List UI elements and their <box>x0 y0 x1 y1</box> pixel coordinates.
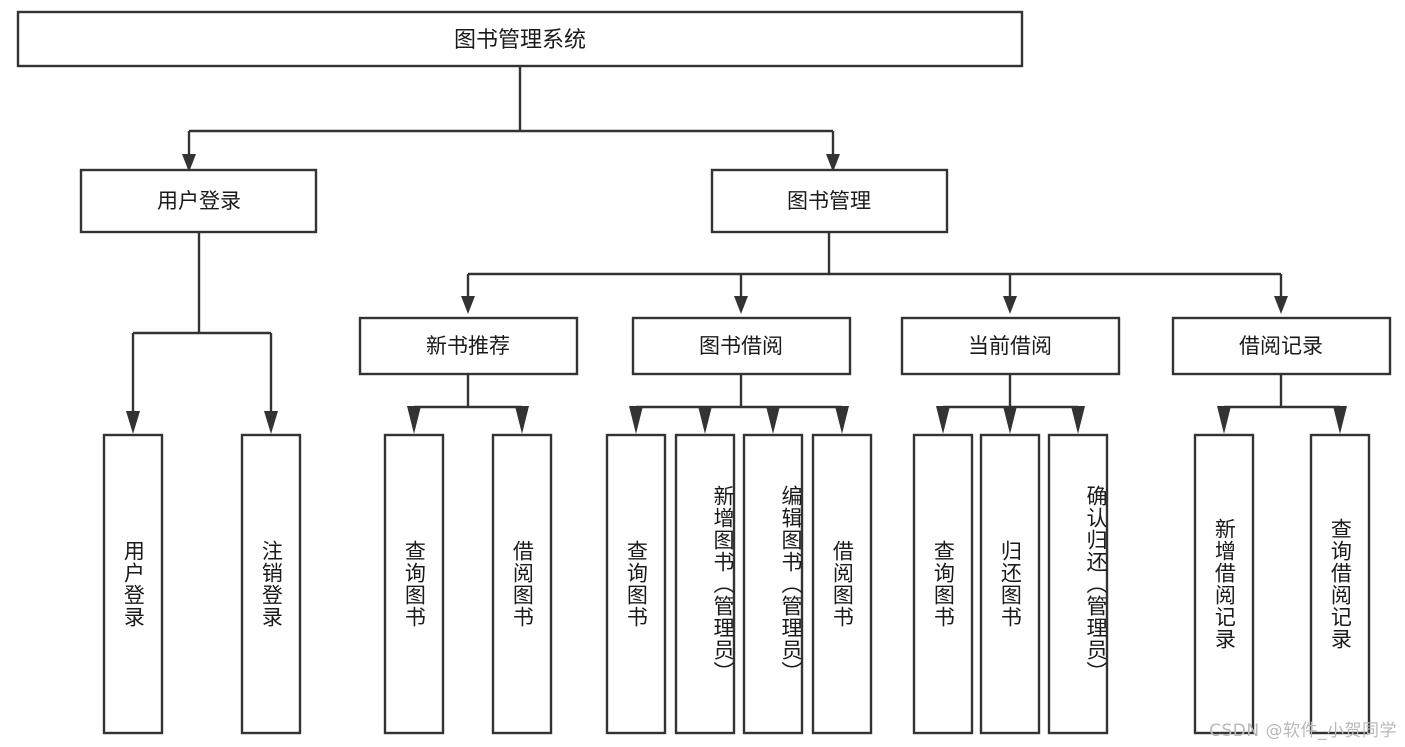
connector-current-borrow-to-leaves <box>936 374 1085 434</box>
leaf-edit-book-box[interactable] <box>742 433 804 735</box>
connector-borrow-record-to-leaves <box>1217 374 1347 434</box>
csdn-watermark: CSDN @软件_小贺同学 <box>1209 721 1397 741</box>
node-new-book-recommend-label: 新书推荐 <box>426 334 510 358</box>
leaf-query-record-box[interactable] <box>1309 433 1371 735</box>
leaf-borrow-book-2-box[interactable] <box>811 433 873 735</box>
node-root-label: 图书管理系统 <box>454 28 586 53</box>
node-new-book-recommend-box[interactable] <box>358 316 579 376</box>
node-current-borrow-label: 当前借阅 <box>968 334 1052 358</box>
connector-new-book-recommend-to-leaves <box>407 374 529 434</box>
node-borrow-record-box[interactable] <box>1171 316 1392 376</box>
node-book-borrow-label: 图书借阅 <box>699 334 783 358</box>
node-book-manage-label: 图书管理 <box>787 189 871 213</box>
connector-book-manage-to-level3 <box>461 232 1288 314</box>
leaf-add-book-box[interactable] <box>674 433 736 735</box>
leaf-query-book-3-box[interactable] <box>912 433 974 735</box>
node-user-login-box[interactable] <box>79 168 318 234</box>
connector-root-to-level2 <box>182 66 840 172</box>
leaf-confirm-return-box[interactable] <box>1047 433 1109 735</box>
leaf-query-book-1-box[interactable] <box>383 433 445 735</box>
node-borrow-record-label: 借阅记录 <box>1239 334 1323 358</box>
node-book-manage-box[interactable] <box>710 168 949 234</box>
node-current-borrow-box[interactable] <box>900 316 1121 376</box>
node-user-login-label: 用户登录 <box>157 189 241 213</box>
node-book-borrow-box[interactable] <box>631 316 852 376</box>
node-root-box[interactable] <box>16 10 1024 68</box>
leaf-borrow-book-1-box[interactable] <box>491 433 553 735</box>
connector-book-borrow-to-leaves <box>629 374 849 434</box>
leaf-add-record-box[interactable] <box>1193 433 1255 735</box>
leaf-user-login-box[interactable] <box>102 433 164 735</box>
leaf-query-book-2-box[interactable] <box>605 433 667 735</box>
leaf-logout-login-box[interactable] <box>240 433 302 735</box>
connector-user-login-to-leaves <box>126 232 278 434</box>
leaf-return-book-box[interactable] <box>979 433 1041 735</box>
